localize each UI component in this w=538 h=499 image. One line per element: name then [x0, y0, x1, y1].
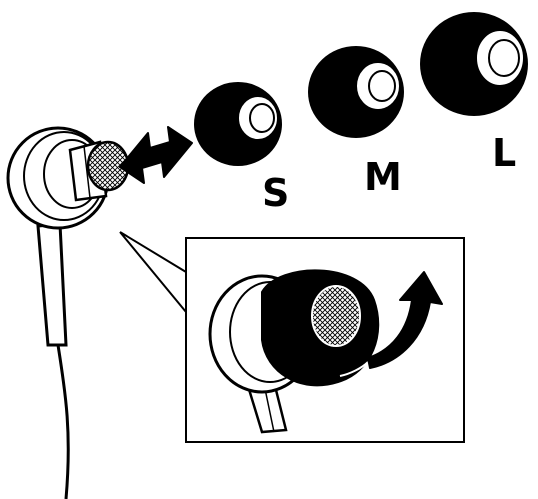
ear-tip-icon — [308, 46, 404, 138]
curved-arrow-icon — [367, 271, 443, 369]
mesh-grille-icon — [311, 285, 361, 347]
earphone-icon — [6, 126, 130, 347]
ear-tip-icon — [420, 12, 528, 116]
size-label-m: M — [364, 155, 402, 199]
double-arrow-icon — [119, 126, 193, 184]
callout-pointer — [119, 231, 187, 313]
inset-earphone — [208, 269, 380, 434]
size-label-s: S — [262, 171, 289, 215]
ear-tip-icon — [194, 82, 282, 166]
earphone-cable — [56, 344, 70, 499]
size-label-l: L — [492, 131, 516, 175]
